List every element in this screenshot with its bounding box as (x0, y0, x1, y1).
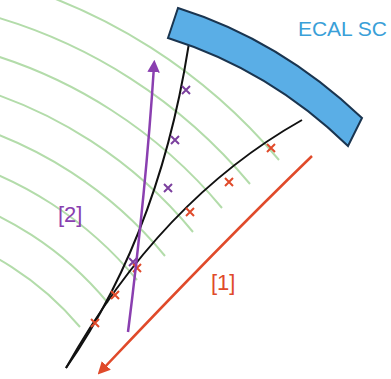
track-option-label: [2] (58, 203, 82, 227)
calorimeter-supercluster: ECAL SC (160, 2, 391, 152)
reco-arrow-outward (128, 66, 154, 332)
detector-label: ECAL SC (298, 17, 387, 40)
red-hits (91, 144, 275, 327)
reco-arrow-inward (102, 156, 312, 370)
track-option-label: [1] (211, 271, 235, 295)
